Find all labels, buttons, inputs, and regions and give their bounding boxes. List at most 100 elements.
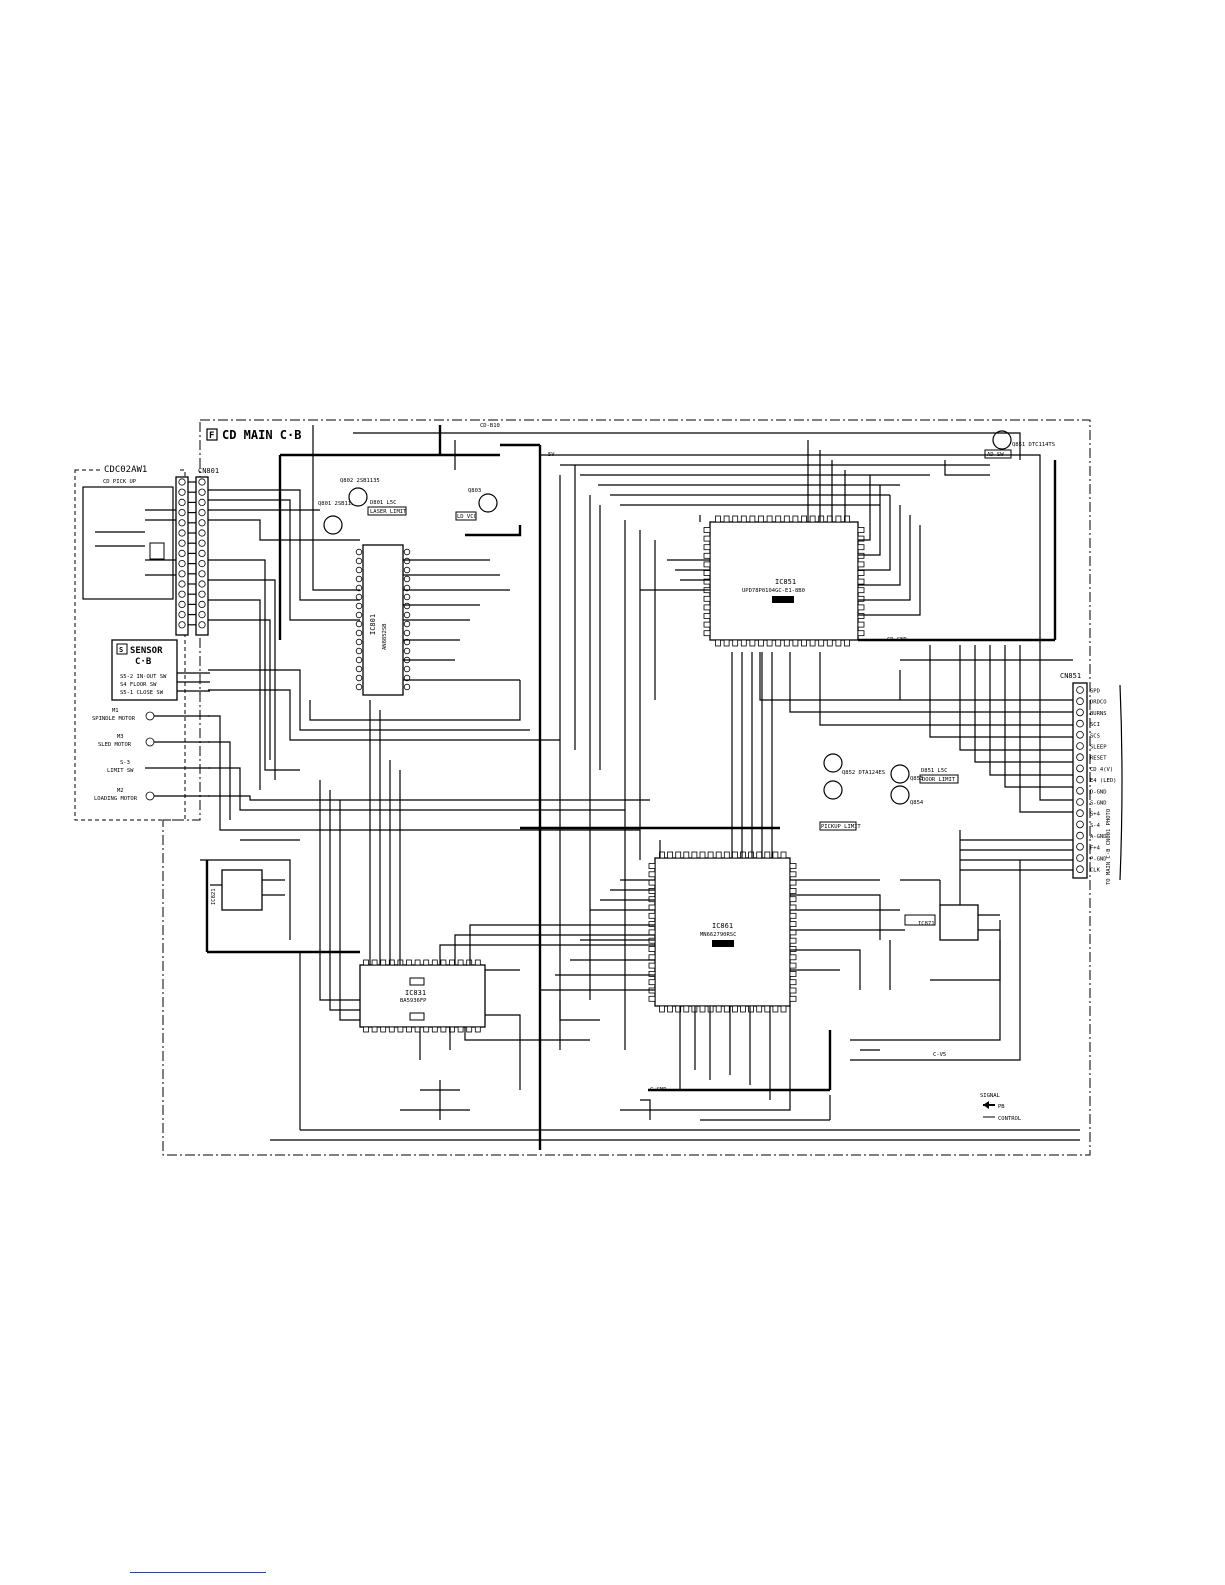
cn801-pin (198, 539, 206, 547)
cn851-pin (1076, 831, 1084, 840)
cn851-pin (1076, 697, 1084, 705)
ic861-pin (648, 871, 656, 878)
transistor-q801: Q801 2SB1132 (318, 501, 358, 535)
cn801-pin (198, 600, 206, 609)
cn851-pin-label: A-GND (1090, 834, 1107, 840)
cn801-pin (178, 508, 186, 517)
cn851-pin-label: RESET (1090, 756, 1107, 762)
ic851-pin (835, 639, 842, 647)
ic831-pin (397, 1026, 404, 1033)
ic851-pin (857, 613, 865, 619)
ic861-pin (789, 995, 797, 1002)
board-frame: F CD MAIN C·B (162, 419, 1091, 1156)
pickup-block: CDC02AW1 CD PICK UP (74, 464, 186, 821)
cn801-pin (178, 590, 186, 598)
ic861-pin (789, 929, 797, 936)
cn801-pin (178, 559, 186, 568)
ic861-pin (715, 851, 722, 859)
ic861-pin (764, 851, 771, 859)
ic851-pin (715, 515, 721, 523)
ic851-pin (857, 595, 865, 602)
ic831-pin (406, 1026, 412, 1033)
ic871-ref: IC871 (918, 921, 935, 927)
ic851-pin (740, 639, 747, 647)
ic851-pin (857, 552, 865, 559)
ic831-pin (380, 1026, 387, 1033)
ic851-pin (818, 515, 825, 523)
ic831-pin (457, 1026, 464, 1033)
cn801-pin (178, 610, 186, 619)
ic861-pin (675, 851, 682, 859)
ic851-pin (801, 639, 807, 647)
ic851-pin (835, 515, 842, 523)
cn851-pin-label: S-GND (1090, 801, 1107, 807)
d801-label: D801 L5C (370, 500, 397, 506)
footer-link-underline (130, 1572, 266, 1573)
ic861-pin (648, 896, 656, 903)
cn801-pin (178, 498, 186, 506)
cn801-pin (198, 519, 206, 527)
ic861-pin (675, 1005, 682, 1013)
ic801-pin (355, 647, 363, 655)
ic861-pin (648, 879, 656, 886)
ic861-pin (648, 954, 656, 961)
ic861-pin (723, 851, 730, 859)
limit-switch-ref: S-3 (120, 760, 130, 766)
ic861-pin (699, 851, 706, 859)
ic851-pin (703, 552, 711, 559)
ic861-pin (648, 937, 656, 944)
ic861-pin (789, 946, 797, 952)
ic851-pin (732, 639, 739, 647)
ic861-pin (648, 921, 656, 927)
ic851-pin (703, 561, 711, 568)
ic801-part: AN8852SB (382, 623, 388, 650)
legend-control: CONTROL (998, 1116, 1022, 1122)
ic861-pin (789, 904, 797, 911)
ic851-pin (715, 639, 721, 647)
ic851-pin (749, 515, 756, 523)
ic801-pin (403, 602, 411, 610)
transistor-q802: Q802 2SB1135 (340, 478, 380, 507)
net-cd-b10: CD-B10 (480, 423, 500, 429)
ic851-pin (775, 639, 782, 647)
limit-switch-name: LIMIT SW (107, 768, 134, 774)
cn801-pin (198, 508, 206, 517)
ic801-pin (403, 620, 411, 628)
cn851-pin-label: SCS (1090, 733, 1100, 739)
ic831-pin (474, 959, 481, 966)
ic831-pin (388, 1026, 395, 1033)
ic801-pin (355, 566, 363, 574)
ic801: IC801 AN8852SB (355, 544, 411, 696)
legend: SIGNAL PB CONTROL (980, 1093, 1022, 1122)
cn851-pin (1076, 865, 1084, 873)
ic831-pin (431, 1026, 438, 1033)
ic831-pin (388, 959, 395, 966)
ic861-pin (772, 851, 779, 859)
ic801-pin (403, 566, 411, 574)
ic851-pin (766, 515, 773, 523)
ic801-pin (355, 629, 363, 637)
ic851-pin (758, 639, 764, 647)
ic851-pin (857, 604, 865, 611)
ic831-pin (440, 1026, 447, 1033)
loading-motor: M2 LOADING MOTOR (94, 788, 210, 802)
cn851-pin-label: CD 4(V) (1090, 767, 1113, 773)
ic861-pin (748, 851, 754, 859)
ic851-pin (792, 515, 799, 523)
ic851-pin (801, 515, 807, 523)
connector-right-ref: CN851 (1060, 672, 1081, 680)
ic801-pin (355, 602, 363, 610)
ic801-pin (403, 647, 411, 655)
ic861-pin (715, 1005, 722, 1013)
ic861-pin (667, 1005, 673, 1013)
sensor-switch-2: S4 FLOOR SW (120, 682, 157, 688)
ic831-pin (363, 959, 369, 966)
spindle-motor: M1 SPINDLE MOTOR (92, 708, 210, 722)
ic861-pin (780, 1005, 787, 1013)
pickup-block-label: CDC02AW1 (104, 465, 147, 475)
ic801-ref: IC801 (369, 614, 377, 635)
ic851-pin (703, 595, 711, 602)
ic831-pin (440, 959, 447, 966)
ic831-pin (449, 959, 455, 966)
q851-label: Q851 DTC114TS (1012, 442, 1055, 448)
